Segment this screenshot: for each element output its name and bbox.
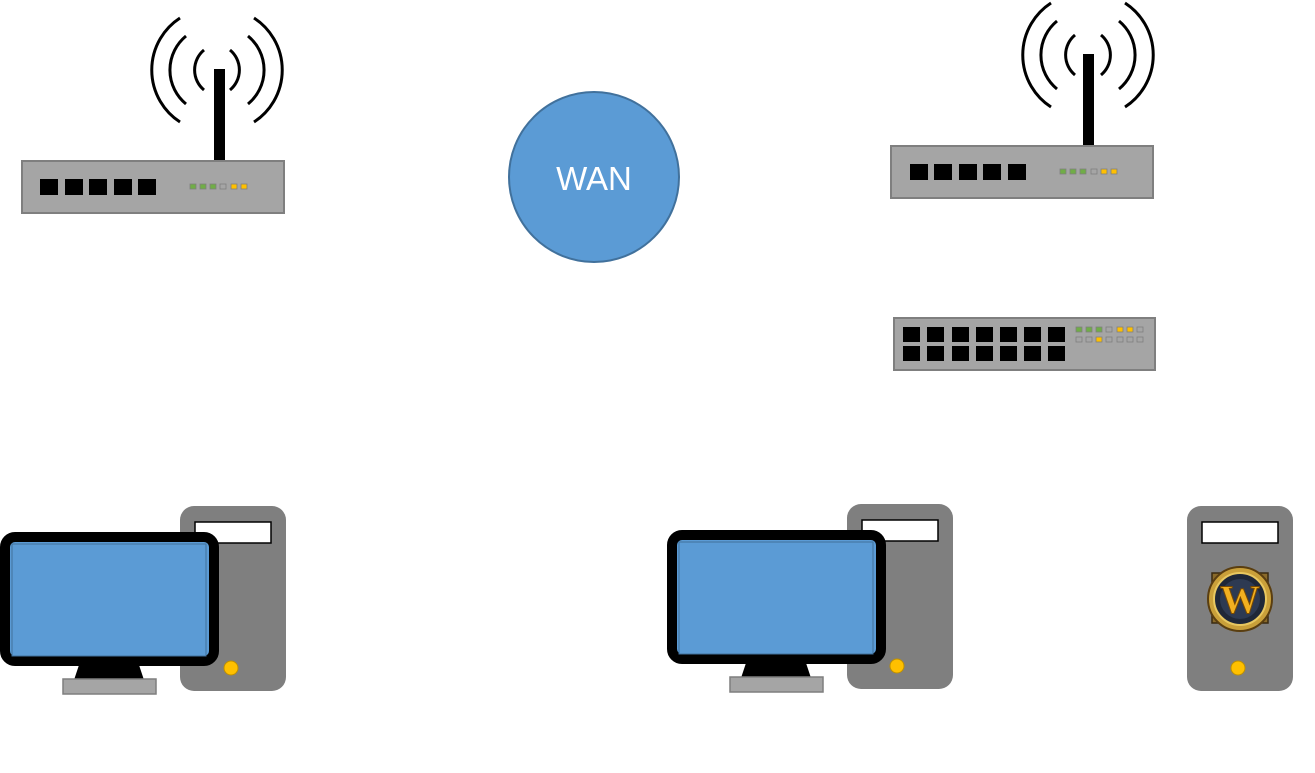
monitor-screen [678,541,874,655]
drive-bay [1201,521,1279,544]
svg-text:W: W [1220,577,1260,622]
monitor-icon [667,530,886,693]
right-wireless-router [890,1,1155,199]
wan-circle [508,91,680,263]
switch-status-leds [1075,326,1144,343]
router-ports [40,179,156,195]
warcraft-logo-icon: W [1207,566,1273,632]
monitor-icon [0,532,219,695]
wan-cloud: WAN [508,91,680,263]
router-antenna [1083,54,1094,147]
wifi-signal-icon [1021,1,1155,109]
left-desktop-computer [0,506,286,695]
monitor-base [729,676,824,693]
router-ports [910,164,1026,180]
power-button [223,660,239,676]
network-switch [893,317,1156,371]
wan-label: WAN [556,160,632,197]
switch-body [893,317,1156,371]
router-status-leds [189,183,248,190]
middle-desktop-computer [667,504,953,693]
switch-ports [903,327,1065,361]
game-server-tower: W [1187,506,1293,691]
monitor-screen [11,543,207,657]
left-wireless-router [21,16,285,214]
wifi-signal-icon [150,16,284,124]
power-button [1230,660,1246,676]
router-status-leds [1059,168,1118,175]
router-antenna [214,69,225,162]
power-button [889,658,905,674]
monitor-base [62,678,157,695]
